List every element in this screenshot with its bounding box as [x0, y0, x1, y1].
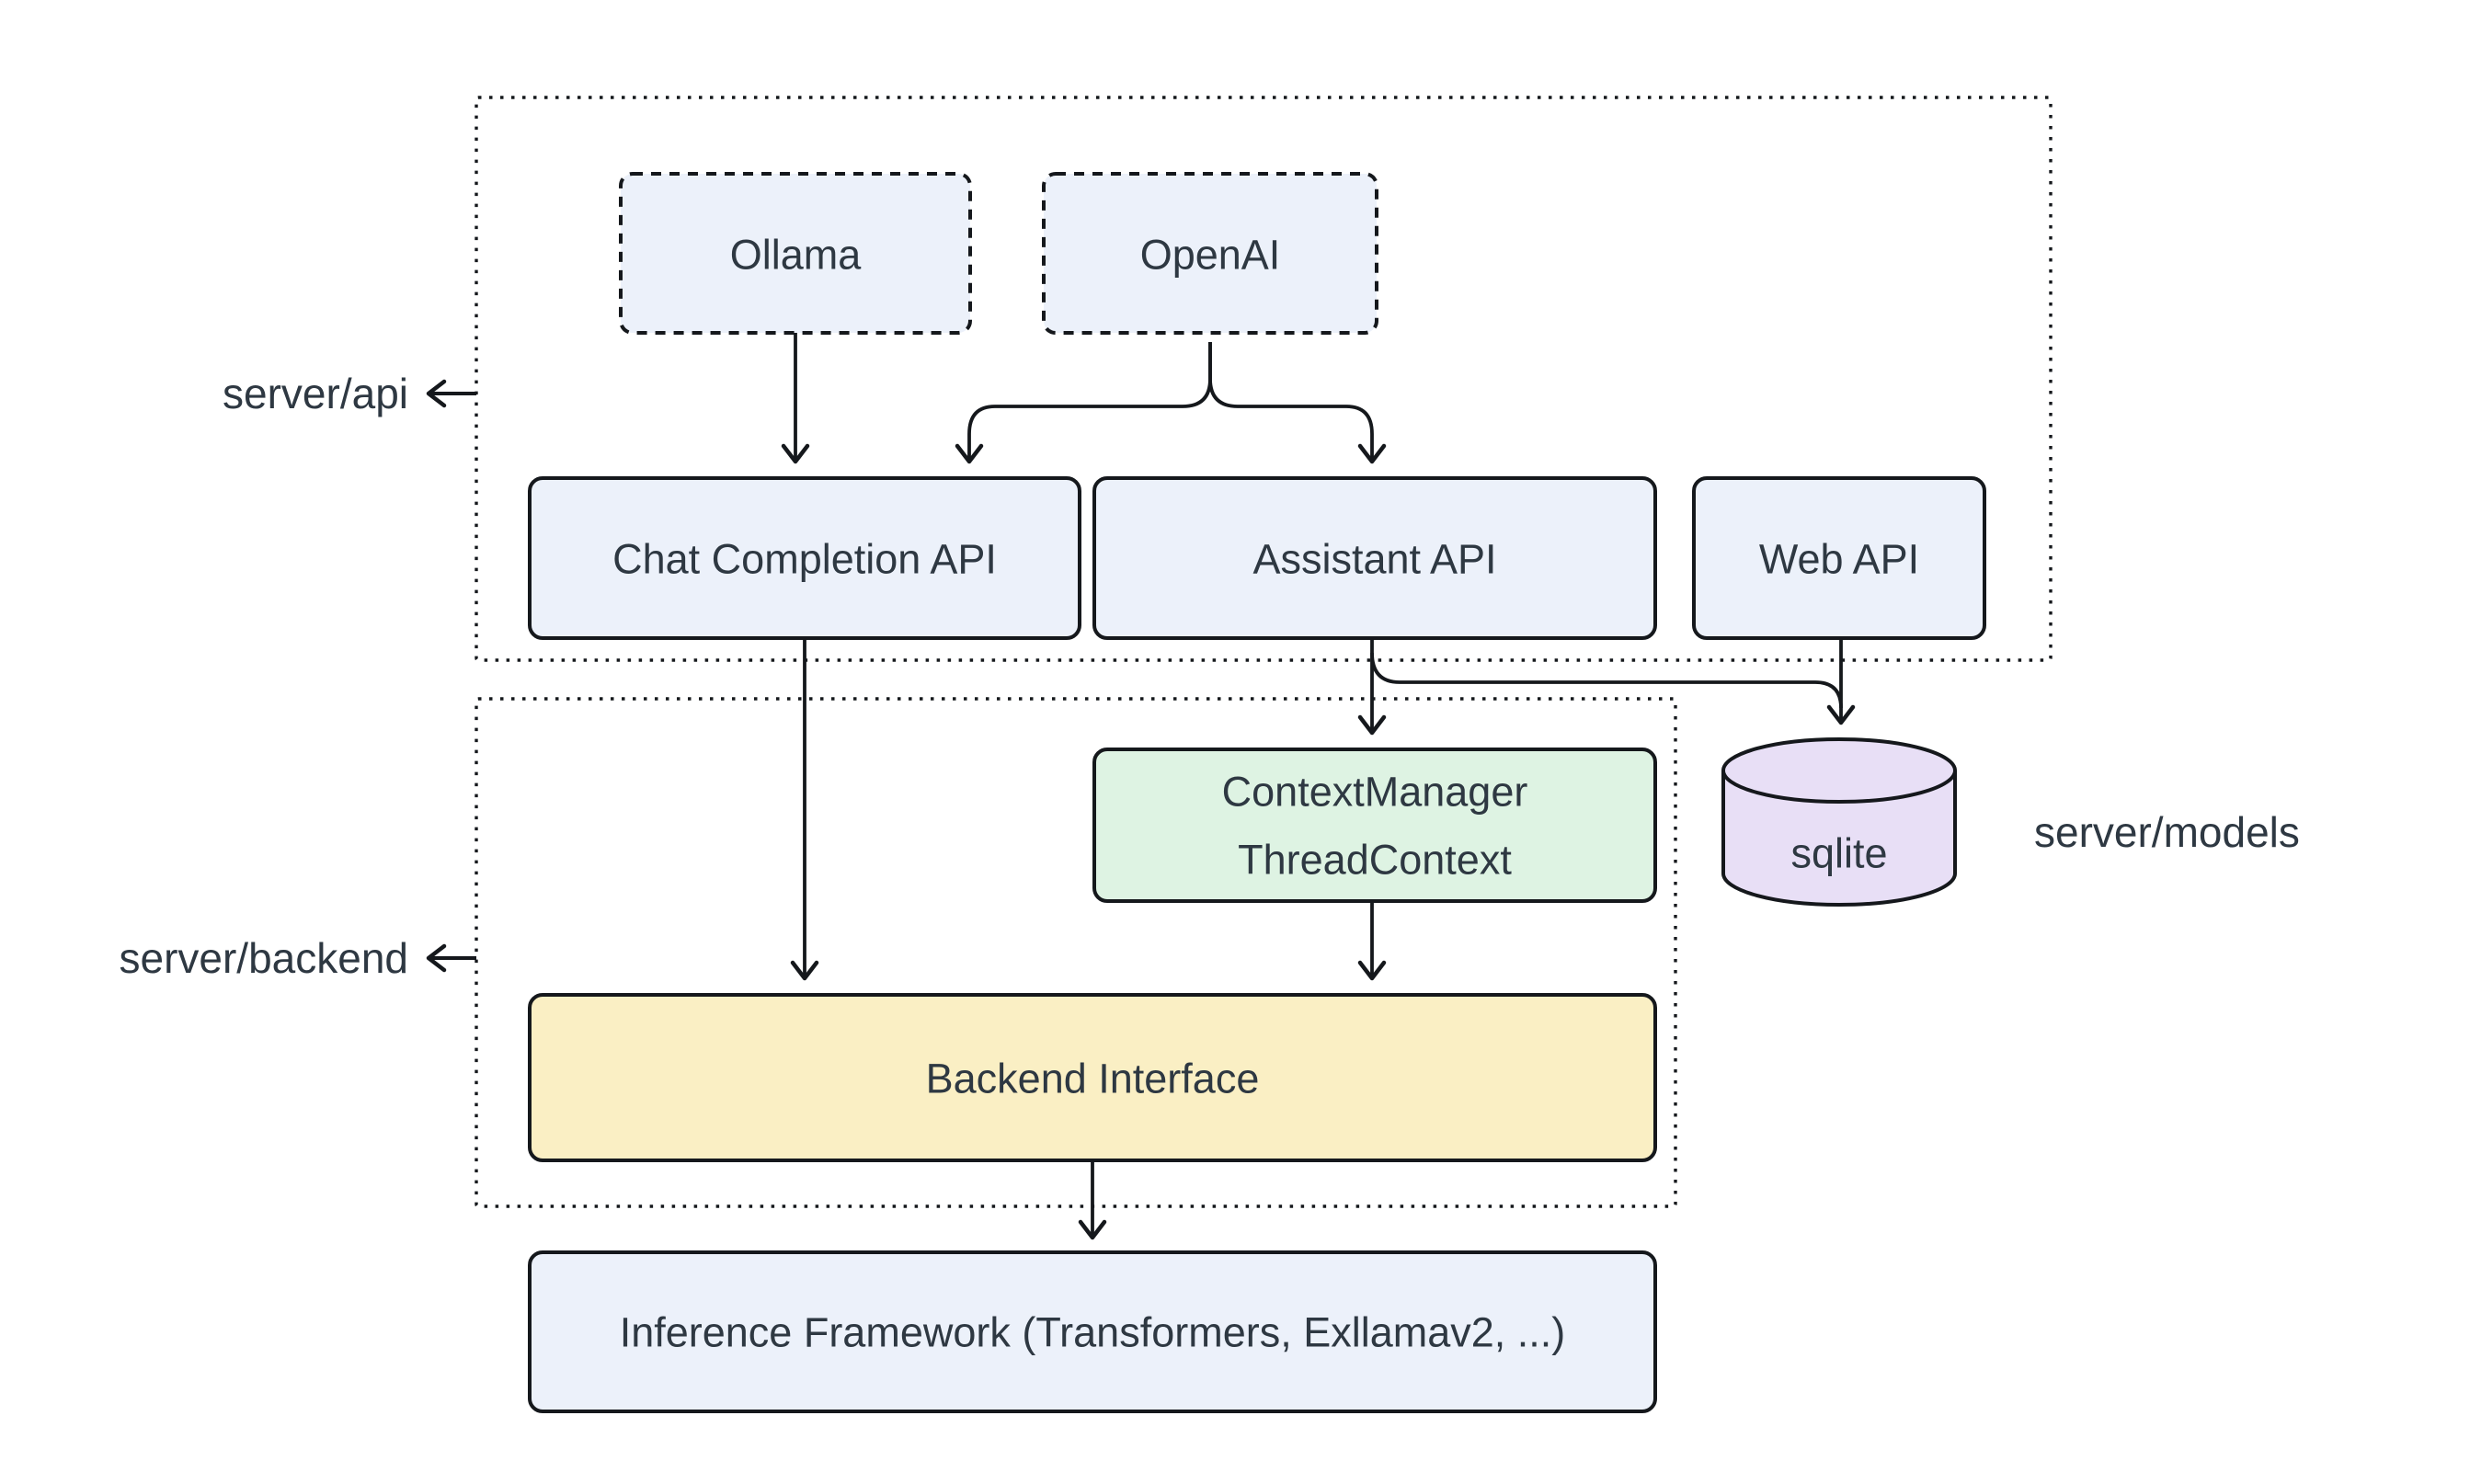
inference-framework-box: [528, 1250, 1657, 1413]
node-inference-framework: Inference Framework (Transformers, Exlla…: [528, 1250, 1657, 1413]
backend-interface-label: Backend Interface: [926, 1056, 1260, 1102]
node-sqlite: sqlite: [1721, 737, 1957, 907]
ollama-label: Ollama: [730, 232, 863, 279]
container-server-api: server/api: [223, 96, 2053, 662]
node-web-api: Web API: [1692, 476, 1986, 640]
node-assistant-api: Assistant API: [1092, 476, 1657, 640]
sqlite-cylinder-top: [1721, 737, 1957, 804]
server-api-container-border: [475, 96, 2053, 662]
chat-completion-api-label: Chat Completion API: [612, 536, 997, 583]
sqlite-cylinder-body: [1721, 771, 1957, 907]
context-manager-box: [1092, 748, 1657, 903]
edges: [781, 333, 1856, 1240]
context-manager-label-line2: ThreadContext: [1238, 837, 1512, 884]
sqlite-label: sqlite: [1790, 830, 1887, 877]
openai-label: OpenAI: [1140, 232, 1281, 279]
node-backend-interface: Backend Interface: [528, 993, 1657, 1162]
node-chat-completion-api: Chat Completion API: [528, 476, 1081, 640]
chat-completion-api-box: [528, 476, 1081, 640]
web-api-box: [1692, 476, 1986, 640]
server-api-label: server/api: [223, 370, 408, 417]
edge-assistant-api-to-sqlite: [1370, 652, 1843, 709]
assistant-api-box: [1092, 476, 1657, 640]
ollama-box: [619, 172, 972, 335]
server-backend-container-border: [475, 697, 1677, 1208]
context-manager-label-line1: ContextManager: [1222, 769, 1528, 816]
node-context-manager: ContextManager ThreadContext: [1092, 748, 1657, 903]
server-models-label: server/models: [2034, 808, 2300, 856]
assistant-api-label: Assistant API: [1252, 536, 1496, 583]
container-server-backend: server/backend: [120, 697, 1677, 1208]
backend-interface-box: [528, 993, 1657, 1162]
node-ollama: Ollama: [619, 172, 972, 335]
server-backend-label: server/backend: [120, 934, 409, 982]
edge-openai-to-chat-completion-api: [955, 342, 1212, 464]
web-api-label: Web API: [1759, 536, 1919, 583]
inference-framework-label: Inference Framework (Transformers, Exlla…: [620, 1309, 1566, 1356]
node-openai: OpenAI: [1042, 172, 1378, 335]
edge-openai-to-assistant-api: [1208, 342, 1387, 464]
openai-box: [1042, 172, 1378, 335]
